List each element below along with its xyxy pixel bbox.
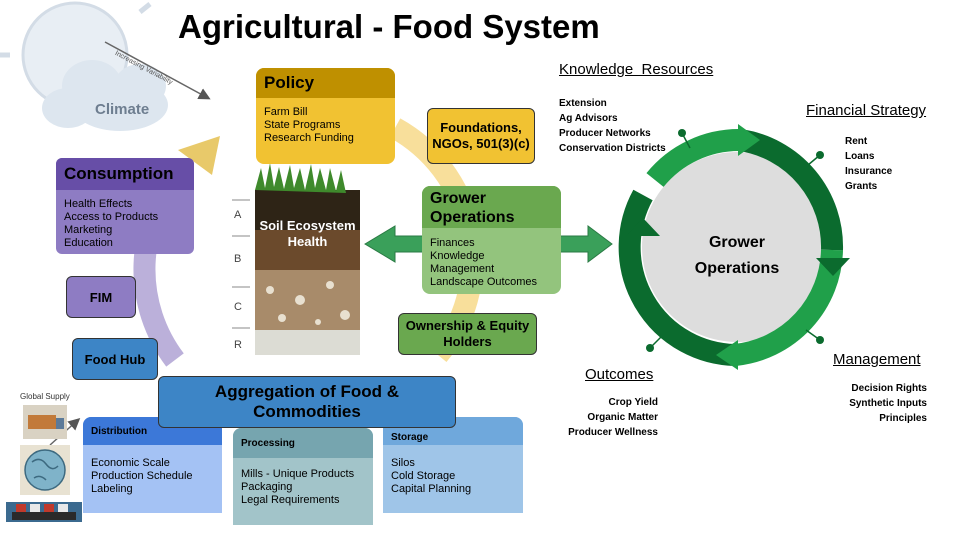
knowledge-resources-title: Knowledge Resources bbox=[559, 61, 714, 78]
management-item: Synthetic Inputs bbox=[849, 398, 927, 409]
soil-label: Soil Ecosystem Health bbox=[259, 218, 356, 249]
soil-horizon-a: A bbox=[234, 209, 242, 221]
soil-horizon-r: R bbox=[234, 339, 242, 351]
storage-item: Cold Storage bbox=[391, 470, 456, 482]
grower-operations-box: Grower Operations Finances Knowledge Man… bbox=[422, 186, 561, 294]
ring-arrowhead bbox=[178, 136, 220, 175]
financial-item: Insurance bbox=[845, 166, 893, 177]
policy-title: Policy bbox=[256, 68, 395, 98]
outcomes-item: Crop Yield bbox=[608, 397, 658, 408]
financial-item: Loans bbox=[845, 151, 875, 162]
processing-item: Mills - Unique Products bbox=[241, 468, 355, 480]
consumption-item: Access to Products bbox=[64, 211, 159, 223]
distribution-item: Labeling bbox=[91, 483, 133, 495]
grower-operations-title: Grower Operations bbox=[422, 186, 561, 228]
grower-operations-item: Management bbox=[430, 263, 495, 275]
outcomes-item: Producer Wellness bbox=[568, 427, 658, 438]
management-title: Management bbox=[833, 351, 921, 368]
grower-operations-item: Landscape Outcomes bbox=[430, 276, 538, 288]
cloud-icon bbox=[42, 60, 168, 131]
soil-horizon-b: B bbox=[234, 253, 242, 265]
storage-box: Storage Silos Cold Storage Capital Plann… bbox=[383, 417, 523, 513]
storage-item: Silos bbox=[391, 457, 415, 469]
processing-item: Packaging bbox=[241, 481, 293, 493]
ownership-box: Ownership & Equity Holders bbox=[398, 313, 537, 355]
outcomes-list: Crop Yield Organic Matter Producer Welln… bbox=[540, 395, 658, 440]
ship-image bbox=[6, 502, 82, 522]
financial-strategy-list: Rent Loans Insurance Grants bbox=[845, 134, 892, 194]
truck-image bbox=[23, 405, 67, 439]
soil-profile-image bbox=[232, 163, 360, 355]
page-title: Agricultural - Food System bbox=[178, 8, 600, 45]
variability-arrow bbox=[104, 41, 211, 100]
distribution-box: Distribution Economic Scale Production S… bbox=[83, 417, 222, 513]
knowledge-item: Conservation Districts bbox=[559, 143, 666, 154]
knowledge-resources-list: Extension Ag Advisors Producer Networks … bbox=[559, 96, 666, 156]
management-item: Decision Rights bbox=[851, 383, 927, 394]
financial-strategy-title: Financial Strategy bbox=[806, 102, 927, 119]
processing-title: Processing bbox=[233, 428, 373, 458]
distribution-item: Production Schedule bbox=[91, 470, 193, 482]
foundations-box: Foundations, NGOs, 501(3)(c) bbox=[427, 108, 535, 164]
knowledge-item: Ag Advisors bbox=[559, 113, 618, 124]
outcomes-item: Organic Matter bbox=[587, 412, 658, 423]
management-list: Decision Rights Synthetic Inputs Princip… bbox=[800, 381, 927, 426]
grower-cycle-label: Grower Operations bbox=[694, 234, 780, 277]
food-hub-box: Food Hub bbox=[72, 338, 158, 380]
grower-operations-item: Knowledge bbox=[430, 250, 485, 262]
consumption-title: Consumption bbox=[56, 158, 194, 190]
storage-item: Capital Planning bbox=[391, 483, 472, 495]
knowledge-item: Producer Networks bbox=[559, 128, 651, 139]
global-supply-label: Global Supply bbox=[20, 392, 70, 401]
aggregation-box: Aggregation of Food & Commodities bbox=[158, 376, 456, 428]
management-item: Principles bbox=[879, 413, 927, 424]
policy-item: State Programs bbox=[264, 119, 341, 131]
outcomes-title: Outcomes bbox=[585, 366, 654, 383]
double-arrow-left bbox=[364, 225, 426, 263]
consumption-item: Health Effects bbox=[64, 198, 133, 210]
distribution-item: Economic Scale bbox=[91, 457, 170, 469]
fim-box: FIM bbox=[66, 276, 136, 318]
processing-item: Legal Requirements bbox=[241, 494, 340, 506]
consumption-item: Education bbox=[64, 237, 113, 249]
consumption-box: Consumption Health Effects Access to Pro… bbox=[56, 158, 194, 254]
double-arrow-right bbox=[559, 225, 613, 263]
climate-label: Climate bbox=[95, 101, 150, 118]
grower-operations-item: Finances bbox=[430, 237, 475, 249]
processing-box: Processing Mills - Unique Products Packa… bbox=[233, 428, 373, 525]
grower-cycle bbox=[618, 124, 850, 370]
knowledge-item: Extension bbox=[559, 98, 607, 109]
policy-item: Research Funding bbox=[264, 132, 354, 144]
soil-horizon-c: C bbox=[234, 301, 242, 313]
financial-item: Rent bbox=[845, 136, 868, 147]
globe-image bbox=[20, 445, 70, 495]
policy-item: Farm Bill bbox=[264, 106, 308, 118]
policy-box: Policy Farm Bill State Programs Research… bbox=[256, 68, 395, 164]
financial-item: Grants bbox=[845, 181, 878, 192]
consumption-item: Marketing bbox=[64, 224, 113, 236]
